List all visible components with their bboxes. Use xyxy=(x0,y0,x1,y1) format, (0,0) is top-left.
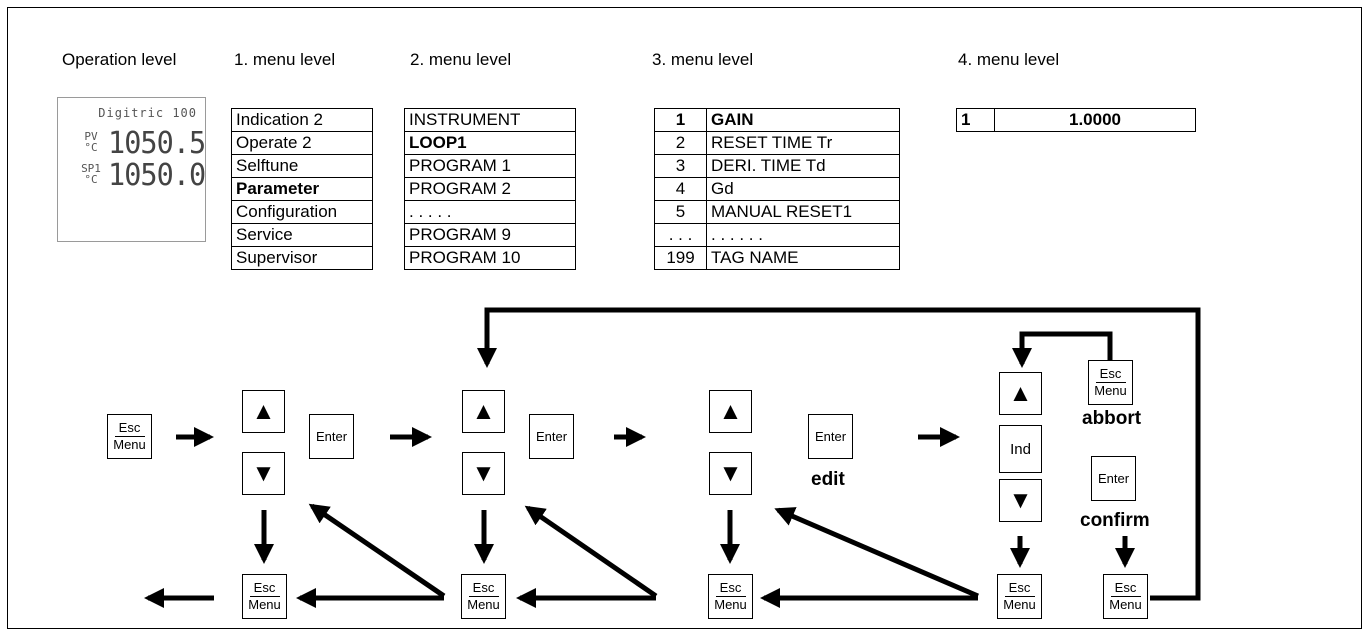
pv-value: 1050.5 xyxy=(108,126,206,161)
menu3-number: 5 xyxy=(654,200,707,224)
heading-menu-level-2: 2. menu level xyxy=(410,50,512,69)
menu-label: Menu xyxy=(714,597,747,612)
esc-label: Esc xyxy=(1114,580,1137,595)
enter-key-level3[interactable]: Enter xyxy=(808,414,853,459)
menu-label: Menu xyxy=(1003,597,1036,612)
confirm-caption: confirm xyxy=(1080,510,1150,531)
menu3-label: TAG NAME xyxy=(706,246,900,270)
sp-tag: SP1 °C xyxy=(80,163,102,185)
menu-label: Menu xyxy=(113,437,146,452)
arrow-diagonal-1 xyxy=(308,503,446,599)
down-key-level2[interactable]: ▼ xyxy=(462,452,505,495)
heading-menu-level-1: 1. menu level xyxy=(234,50,336,69)
menu3-label: Gd xyxy=(706,177,900,201)
esc-label: Esc xyxy=(472,580,495,595)
esc-label: Esc xyxy=(719,580,742,595)
edit-caption: edit xyxy=(811,469,845,490)
menu-label: Menu xyxy=(248,597,281,612)
down-key-level3[interactable]: ▼ xyxy=(709,452,752,495)
ind-key[interactable]: Ind xyxy=(999,425,1042,473)
pv-unit: °C xyxy=(84,141,98,154)
menu1-item: Service xyxy=(231,223,373,247)
heading-operation-level: Operation level xyxy=(62,50,177,69)
pv-tag-text: PV xyxy=(84,130,98,143)
menu3-number: . . . xyxy=(654,223,707,247)
up-key-level3[interactable]: ▲ xyxy=(709,390,752,433)
menu1-item: Operate 2 xyxy=(231,131,373,155)
menu3-number: 4 xyxy=(654,177,707,201)
menu2-item: PROGRAM 1 xyxy=(404,154,576,178)
menu3-number: 1 xyxy=(654,108,707,132)
menu1-item: Indication 2 xyxy=(231,108,373,132)
menu2-item: INSTRUMENT xyxy=(404,108,576,132)
sp-value: 1050.0 xyxy=(108,158,206,193)
diagram-frame xyxy=(7,7,1362,629)
return-loop-line xyxy=(477,307,1201,601)
esc-label: Esc xyxy=(118,420,141,435)
menu3-label: MANUAL RESET1 xyxy=(706,200,900,224)
pv-tag: PV °C xyxy=(80,131,102,153)
arrow-diagonal-2 xyxy=(524,505,658,599)
down-key-level4[interactable]: ▼ xyxy=(999,479,1042,522)
menu1-item: Selftune xyxy=(231,154,373,178)
up-key-level2[interactable]: ▲ xyxy=(462,390,505,433)
esc-label: Esc xyxy=(1099,366,1122,381)
up-key-level4[interactable]: ▲ xyxy=(999,372,1042,415)
display-model-name: Digitric 100 xyxy=(98,106,197,120)
menu3-number: 199 xyxy=(654,246,707,270)
menu1-item-selected: Parameter xyxy=(231,177,373,201)
menu2-item-selected: LOOP1 xyxy=(404,131,576,155)
menu-label: Menu xyxy=(467,597,500,612)
sp-unit: °C xyxy=(84,173,98,186)
enter-key-confirm[interactable]: Enter xyxy=(1091,456,1136,501)
heading-menu-level-4: 4. menu level xyxy=(958,50,1060,69)
menu1-item: Configuration xyxy=(231,200,373,224)
menu-label: Menu xyxy=(1094,383,1127,398)
heading-menu-level-3: 3. menu level xyxy=(652,50,754,69)
abort-loop-line xyxy=(1012,331,1113,368)
menu-level-4-row: 1 1.0000 xyxy=(956,108,1196,132)
controller-display: Digitric 100 PV °C 1050.5 SP1 °C 1050.0 xyxy=(57,97,206,242)
esc-label: Esc xyxy=(253,580,276,595)
menu4-number: 1 xyxy=(956,108,995,132)
up-key-level1[interactable]: ▲ xyxy=(242,390,285,433)
menu-label: Menu xyxy=(1109,597,1142,612)
menu2-item: PROGRAM 9 xyxy=(404,223,576,247)
menu-level-1-list: Indication 2 Operate 2 Selftune Paramete… xyxy=(231,108,373,270)
menu2-item: PROGRAM 10 xyxy=(404,246,576,270)
menu4-value: 1.0000 xyxy=(994,108,1196,132)
menu-level-2-list: INSTRUMENT LOOP1 PROGRAM 1 PROGRAM 2 . .… xyxy=(404,108,576,270)
menu3-label: . . . . . . xyxy=(706,223,900,247)
enter-key-level2[interactable]: Enter xyxy=(529,414,574,459)
enter-key-level1[interactable]: Enter xyxy=(309,414,354,459)
sp-tag-text: SP1 xyxy=(81,162,101,175)
abort-caption: abbort xyxy=(1082,408,1142,429)
menu1-item: Supervisor xyxy=(231,246,373,270)
down-key-level1[interactable]: ▼ xyxy=(242,452,285,495)
arrow-diagonal-3 xyxy=(774,507,979,599)
esc-label: Esc xyxy=(1008,580,1031,595)
